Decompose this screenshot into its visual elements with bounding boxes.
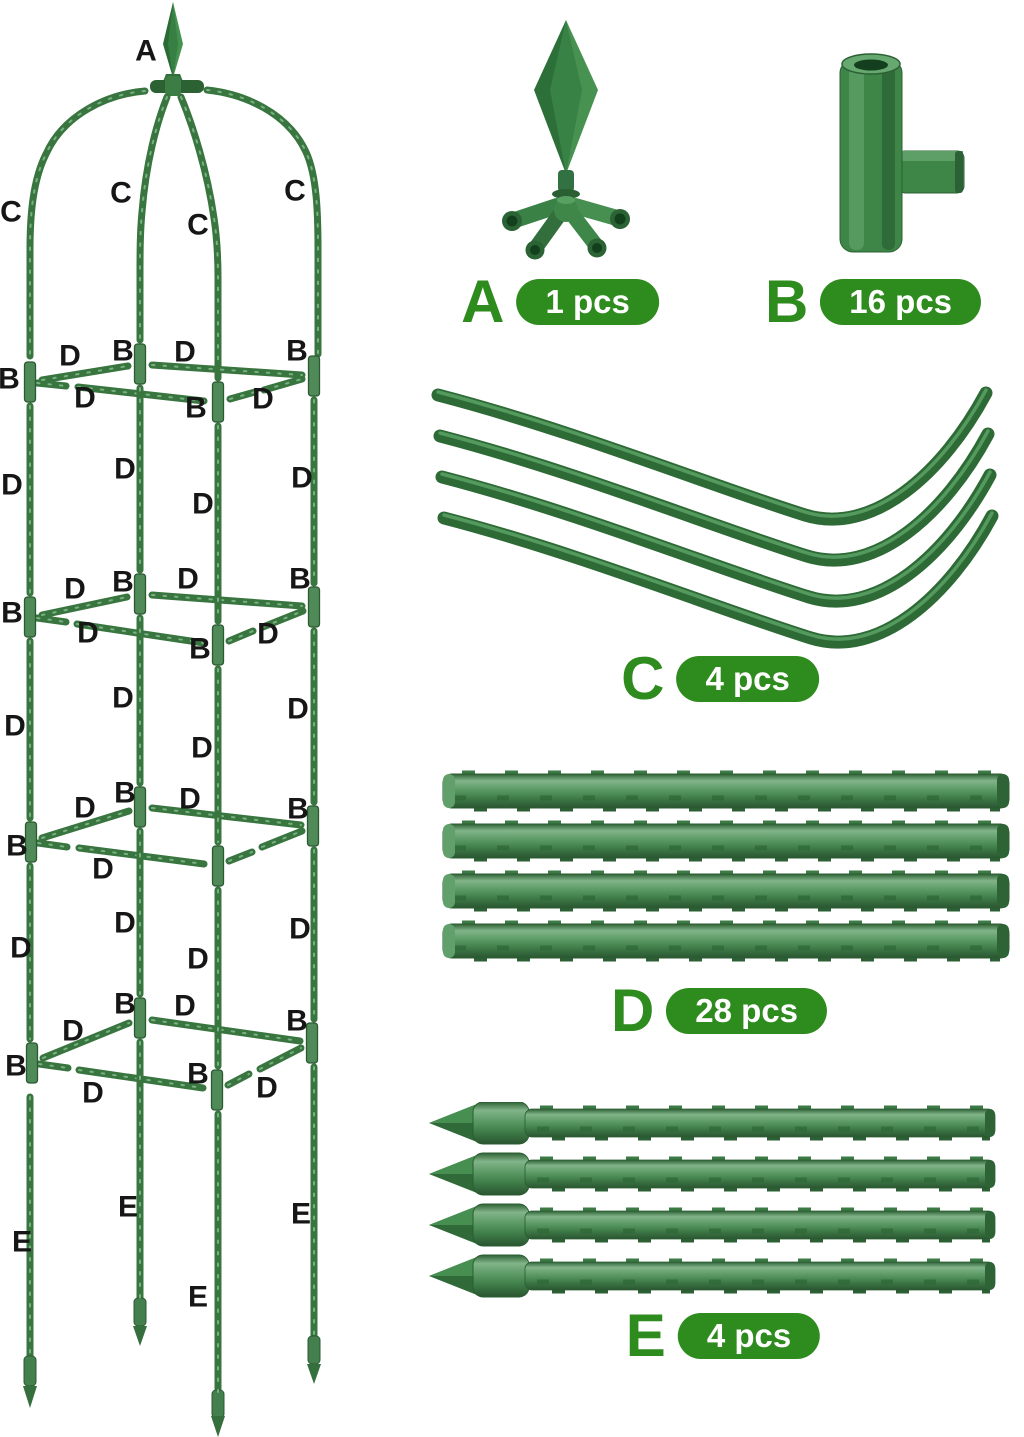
diagram-label-b: B — [189, 633, 211, 666]
part-d-straight-tubes-illustration — [440, 770, 1015, 970]
part-e-qty-pill: 4 pcs — [677, 1313, 821, 1359]
diagram-label-b: B — [187, 1058, 209, 1091]
diagram-label-d: D — [59, 340, 81, 373]
diagram-label-b: B — [185, 392, 207, 425]
diagram-label-b: B — [1, 597, 23, 630]
diagram-label-b: B — [289, 563, 311, 596]
diagram-label-b: B — [287, 793, 309, 826]
diagram-label-b: B — [5, 1050, 27, 1083]
tier-rings — [33, 361, 307, 1092]
part-e-stakes-illustration — [425, 1102, 1020, 1302]
diagram-label-d: D — [174, 336, 196, 369]
part-d-count-badge: D 28 pcs — [610, 977, 828, 1044]
diagram-label-d: D — [287, 693, 309, 726]
diagram-label-d: D — [10, 932, 32, 965]
diagram-label-d: D — [256, 1072, 278, 1105]
diagram-label-d: D — [77, 617, 99, 650]
ground-stakes — [23, 1038, 321, 1437]
diagram-label-b: B — [6, 830, 28, 863]
part-e-count-badge: E 4 pcs — [625, 1302, 821, 1369]
diagram-label-d: D — [4, 710, 26, 743]
diagram-label-d: D — [257, 618, 279, 651]
part-a-count-badge: A 1 pcs — [461, 272, 659, 332]
assembled-trellis-illustration: ACCCCDBDBBDBDDDDDDBDBBDBDDDDDDBDBBDDDDDD… — [0, 2, 322, 1437]
finial-top-illustration — [150, 2, 204, 96]
diagram-label-d: D — [291, 462, 313, 495]
part-b-count-badge: B 16 pcs — [764, 268, 982, 335]
diagram-label-d: D — [174, 990, 196, 1023]
diagram-label-b: B — [114, 988, 136, 1021]
part-c-curved-tubes-illustration — [431, 386, 999, 649]
diagram-label-b: B — [0, 363, 20, 396]
diagram-label-a: A — [135, 35, 157, 68]
diagram-label-d: D — [112, 682, 134, 715]
part-b-letter: B — [764, 268, 808, 335]
diagram-label-e: E — [291, 1198, 311, 1231]
dome-arches — [26, 86, 322, 382]
diagram-label-c: C — [284, 175, 306, 208]
diagram-label-b: B — [286, 1005, 308, 1038]
diagram-label-d: D — [74, 382, 96, 415]
diagram-label-e: E — [12, 1226, 32, 1259]
vertical-posts — [26, 384, 318, 1070]
part-c-qty-pill: 4 pcs — [676, 656, 819, 702]
part-c-letter: C — [621, 645, 664, 712]
diagram-label-d: D — [114, 453, 136, 486]
diagram-label-c: C — [187, 209, 209, 242]
diagram-label-d: D — [1, 469, 23, 502]
diagram-label-e: E — [118, 1191, 138, 1224]
diagram-label-d: D — [62, 1015, 84, 1048]
diagram-label-d: D — [179, 783, 201, 816]
diagram-label-b: B — [112, 335, 134, 368]
part-a-letter: A — [461, 268, 504, 335]
diagram-label-d: D — [177, 563, 199, 596]
part-a-qty-pill: 1 pcs — [516, 279, 659, 325]
corner-connectors — [23, 343, 321, 1111]
diagram-label-d: D — [64, 573, 86, 606]
diagram-label-d: D — [192, 488, 214, 521]
part-d-qty-pill: 28 pcs — [666, 988, 828, 1034]
part-d-letter: D — [610, 977, 654, 1044]
diagram-label-e: E — [188, 1281, 208, 1314]
diagram-label-d: D — [289, 913, 311, 946]
diagram-label-b: B — [114, 777, 136, 810]
diagram-label-b: B — [112, 566, 134, 599]
diagram-label-d: D — [114, 907, 136, 940]
diagram-label-d: D — [92, 853, 114, 886]
part-e-letter: E — [625, 1302, 666, 1369]
diagram-label-c: C — [0, 196, 22, 229]
diagram-label-d: D — [187, 943, 209, 976]
diagram-label-d: D — [74, 792, 96, 825]
part-a-finial-illustration — [502, 20, 630, 260]
diagram-label-d: D — [252, 383, 274, 416]
diagram-label-d: D — [82, 1077, 104, 1110]
diagram-label-c: C — [110, 177, 132, 210]
part-b-qty-pill: 16 pcs — [820, 279, 982, 325]
diagram-label-d: D — [191, 732, 213, 765]
part-c-count-badge: C 4 pcs — [621, 649, 819, 709]
part-b-connector-illustration — [839, 53, 965, 253]
diagram-label-b: B — [286, 335, 308, 368]
